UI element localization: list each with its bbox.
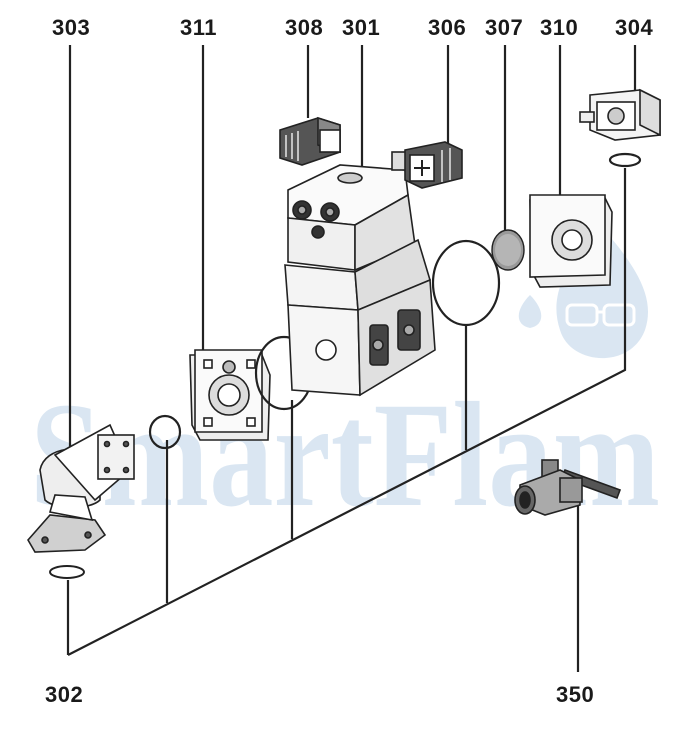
callout-301: 301: [342, 15, 381, 40]
part-304-adapter: [579, 88, 661, 141]
part-307-strainer: [491, 229, 525, 271]
callout-350: 350: [556, 682, 595, 707]
part-304-o-ring: [608, 152, 642, 168]
o-ring-303-311: [148, 414, 182, 450]
callout-302: 302: [45, 682, 84, 707]
callout-308: 308: [285, 15, 324, 40]
callout-304: 304: [615, 15, 654, 40]
callout-311: 311: [180, 15, 217, 40]
part-311-flange-plate: [189, 349, 271, 441]
callout-307: 307: [485, 15, 524, 40]
callout-310: 310: [540, 15, 579, 40]
part-306-connector: [391, 141, 463, 189]
callout-306: 306: [428, 15, 467, 40]
part-310-flange-plate: [529, 194, 613, 288]
part-301-valve-body: [284, 164, 436, 397]
part-308-connector: [279, 116, 341, 166]
part-350-ball-valve: [514, 459, 622, 516]
part-302-o-ring: [49, 565, 85, 579]
leader-lines: [66, 45, 637, 672]
callout-303: 303: [52, 15, 91, 40]
part-303-flange-elbow: [27, 423, 135, 553]
o-ring-301-310: [431, 239, 501, 327]
